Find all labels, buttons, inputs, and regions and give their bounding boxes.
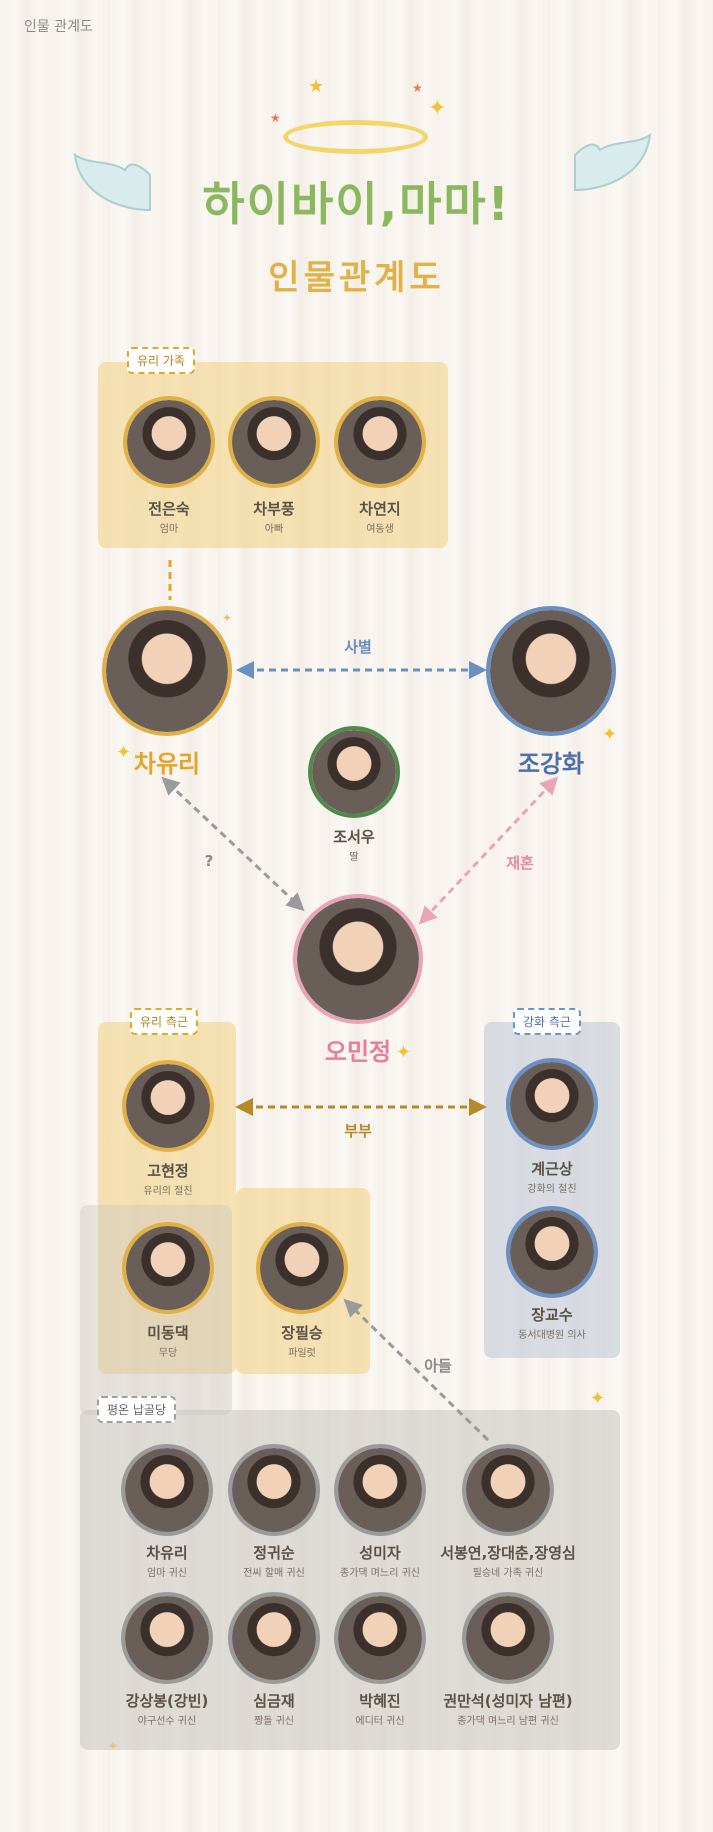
sparkle-icon: ✦ (428, 96, 447, 121)
member-role: 야구선수 귀신 (137, 1716, 197, 1727)
member-name: 조서우 (333, 828, 375, 846)
group-tag-ghosts: 평온 납골당 (97, 1396, 177, 1423)
member-role: 전씨 할매 귀신 (243, 1568, 305, 1579)
avatar-ghost-jeong-gwisun (228, 1444, 320, 1536)
member-name: 장필승 (281, 1324, 323, 1342)
sparkle-icon: ★ (308, 76, 325, 97)
page-label: 인물 관계도 (24, 19, 93, 35)
member-role: 아빠 (264, 524, 284, 535)
avatar-cha-bupung (228, 396, 320, 488)
member-name: 권만석(성미자 남편) (443, 1692, 573, 1710)
group-tag-yuri-side: 유리 측근 (130, 1008, 198, 1035)
avatar-ghost-pilseung-family (462, 1444, 554, 1536)
right-wing-icon (574, 132, 652, 192)
member-name: 박혜진 (359, 1692, 401, 1710)
member-name: 장교수 (531, 1306, 573, 1324)
member-role: 엄마 귀신 (147, 1568, 187, 1579)
sparkle-icon: ★ (270, 111, 281, 125)
sparkle-icon: ★ (412, 81, 423, 95)
avatar-ghost-sim-geumjae (228, 1592, 320, 1684)
avatar-ghost-cha-yuri (121, 1444, 213, 1536)
sparkle-icon: ✦ (590, 1388, 606, 1409)
member-role: 동서대병원 의사 (518, 1330, 586, 1341)
main-name-yuri: 차유리 (133, 750, 201, 778)
title-main: 하이바이,마마! (202, 177, 511, 231)
member-name: 고현정 (147, 1162, 189, 1180)
left-wing-icon (73, 152, 151, 212)
sparkle-icon: ✦ (222, 611, 233, 625)
member-name: 차유리 (146, 1544, 188, 1562)
member-name: 정귀순 (253, 1544, 295, 1562)
member-name: 차부풍 (253, 500, 295, 518)
avatar-midongdaek (122, 1222, 214, 1314)
member-name: 계근상 (531, 1160, 573, 1178)
ganghwa-minjeong-line (418, 776, 559, 925)
relation-label-ganghwa-minjeong: 재혼 (506, 854, 534, 872)
member-name: 미동댁 (147, 1324, 189, 1342)
sparkle-icon: ✦ (396, 1042, 412, 1063)
avatar-go-hyunjung (122, 1060, 214, 1152)
member-name: 서봉연,장대춘,장영심 (440, 1544, 576, 1562)
group-tag-yuri-family: 유리 가족 (127, 347, 195, 374)
member-role: 종가댁 며느리 남편 귀신 (457, 1716, 559, 1727)
member-name: 심금재 (253, 1692, 295, 1710)
member-role: 엄마 (159, 524, 179, 535)
avatar-jo-ganghwa (486, 606, 616, 736)
member-name: 강상봉(강빈) (125, 1692, 209, 1710)
member-role: 짱돌 귀신 (254, 1716, 294, 1727)
avatar-jo-seowoo (308, 726, 400, 818)
member-role: 유리의 절친 (143, 1186, 193, 1197)
avatar-ghost-kang-sangbong (121, 1592, 213, 1684)
avatar-jang-pilseung (256, 1222, 348, 1314)
relation-label-yuri-minjeong: ? (204, 852, 214, 870)
member-role: 딸 (349, 852, 359, 863)
avatar-cha-yeonji (334, 396, 426, 488)
member-name: 성미자 (359, 1544, 401, 1562)
avatar-professor-jang (506, 1206, 598, 1298)
relation-label-ghost-pilseung: 아들 (424, 1357, 452, 1375)
avatar-ghost-seong-mija (334, 1444, 426, 1536)
member-role: 종가댁 며느리 귀신 (340, 1568, 420, 1579)
sparkle-icon: ✦ (602, 724, 618, 745)
avatar-oh-minjeong (293, 894, 423, 1024)
avatar-ghost-park-hyejin (334, 1592, 426, 1684)
member-role: 강화의 절친 (527, 1184, 577, 1195)
member-role: 에디터 귀신 (355, 1716, 405, 1727)
avatar-ghost-kwon-manseok (462, 1592, 554, 1684)
main-name-minjeong: 오민정 (324, 1038, 392, 1066)
relation-label-yuri-ganghwa: 사별 (344, 638, 372, 656)
yuri-minjeong-line (161, 776, 305, 912)
member-role: 무당 (158, 1348, 178, 1359)
avatar-jeon-eunsuk (123, 396, 215, 488)
member-name: 전은숙 (148, 500, 190, 518)
member-role: 필승네 가족 귀신 (472, 1568, 544, 1579)
member-role: 파일럿 (288, 1348, 316, 1359)
relation-label-hyunjung-geunsang: 부부 (344, 1122, 372, 1140)
sparkle-icon: ✦ (116, 742, 132, 763)
avatar-gye-geunsang (506, 1058, 598, 1150)
main-name-ganghwa: 조강화 (517, 750, 585, 778)
group-tag-ganghwa-side: 강화 측근 (513, 1008, 581, 1035)
member-role: 여동생 (366, 524, 394, 535)
halo-icon (283, 120, 428, 154)
ghost-pilseung-line (343, 1298, 490, 1442)
avatar-cha-yuri (102, 606, 232, 736)
title-sub: 인물관계도 (268, 258, 445, 298)
sparkle-icon: ✦ (108, 1739, 119, 1753)
member-name: 차연지 (359, 500, 401, 518)
